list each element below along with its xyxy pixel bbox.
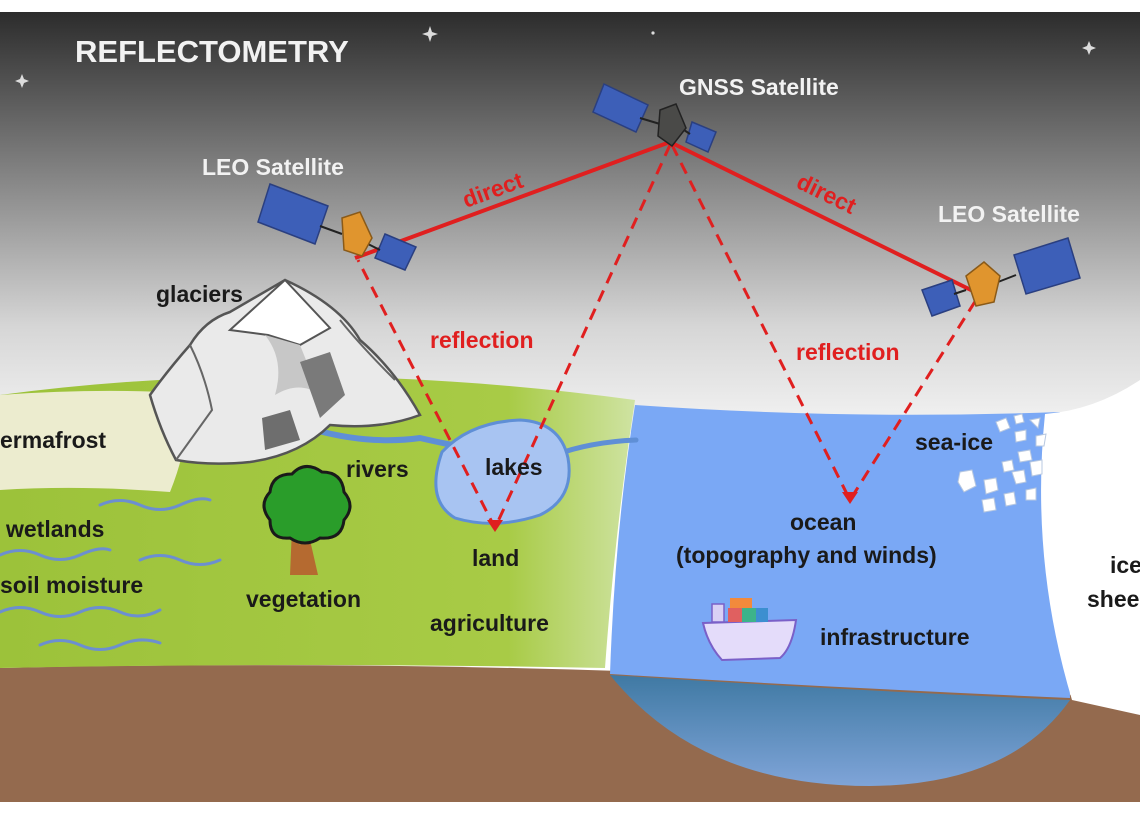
reflection-point-ocean-icon <box>842 492 858 504</box>
reflection-right-label: reflection <box>796 339 900 365</box>
ice-sheet-label-line1: ice <box>1110 552 1140 578</box>
agriculture-label: agriculture <box>430 610 549 636</box>
lakes-label: lakes <box>485 454 543 480</box>
bottom-margin <box>0 802 1140 815</box>
ice-sheet <box>1041 380 1140 715</box>
lake <box>434 418 571 525</box>
glaciers-label: glaciers <box>156 281 243 307</box>
rivers-label: rivers <box>346 456 409 482</box>
infrastructure-label: infrastructure <box>820 624 970 650</box>
leo-satellite-left-label: LEO Satellite <box>202 154 344 180</box>
permafrost-area <box>0 390 186 492</box>
reflection-left-label: reflection <box>430 327 534 353</box>
signal-paths <box>354 140 978 532</box>
stars <box>15 26 1096 88</box>
direct-signal-left <box>354 140 671 260</box>
leo-satellite-left-icon <box>257 183 418 271</box>
sea-ice-floes <box>957 413 1047 513</box>
star-icon <box>1082 41 1096 55</box>
wetland-waves <box>0 497 222 651</box>
mountain-icon <box>148 278 422 465</box>
ocean-basin <box>610 675 1070 786</box>
ocean-detail-label: (topography and winds) <box>676 542 937 568</box>
sea-ice-label: sea-ice <box>915 429 993 455</box>
reflection-point-land-icon <box>487 520 503 532</box>
ship-icon <box>701 598 798 662</box>
wetlands-label: wetlands <box>5 516 104 542</box>
star-icon <box>15 74 29 88</box>
soil-moisture-label: soil moisture <box>0 572 143 598</box>
diagram-title: REFLECTOMETRY <box>75 34 349 69</box>
direct-signal-right <box>669 140 976 294</box>
tree-icon <box>262 465 352 575</box>
star-icon <box>651 31 655 35</box>
gnss-satellite-label: GNSS Satellite <box>679 74 839 100</box>
leo-satellite-right-label: LEO Satellite <box>938 201 1080 227</box>
permafrost-label: ermafrost <box>0 427 106 453</box>
ice-sheet-label-line2: shee <box>1087 586 1139 612</box>
ocean-label: ocean <box>790 509 856 535</box>
land-label: land <box>472 545 519 571</box>
leo-satellite-right-icon <box>921 237 1081 317</box>
star-icon <box>422 26 438 42</box>
vegetation-label: vegetation <box>246 586 361 612</box>
gnss-satellite-icon <box>592 82 717 154</box>
